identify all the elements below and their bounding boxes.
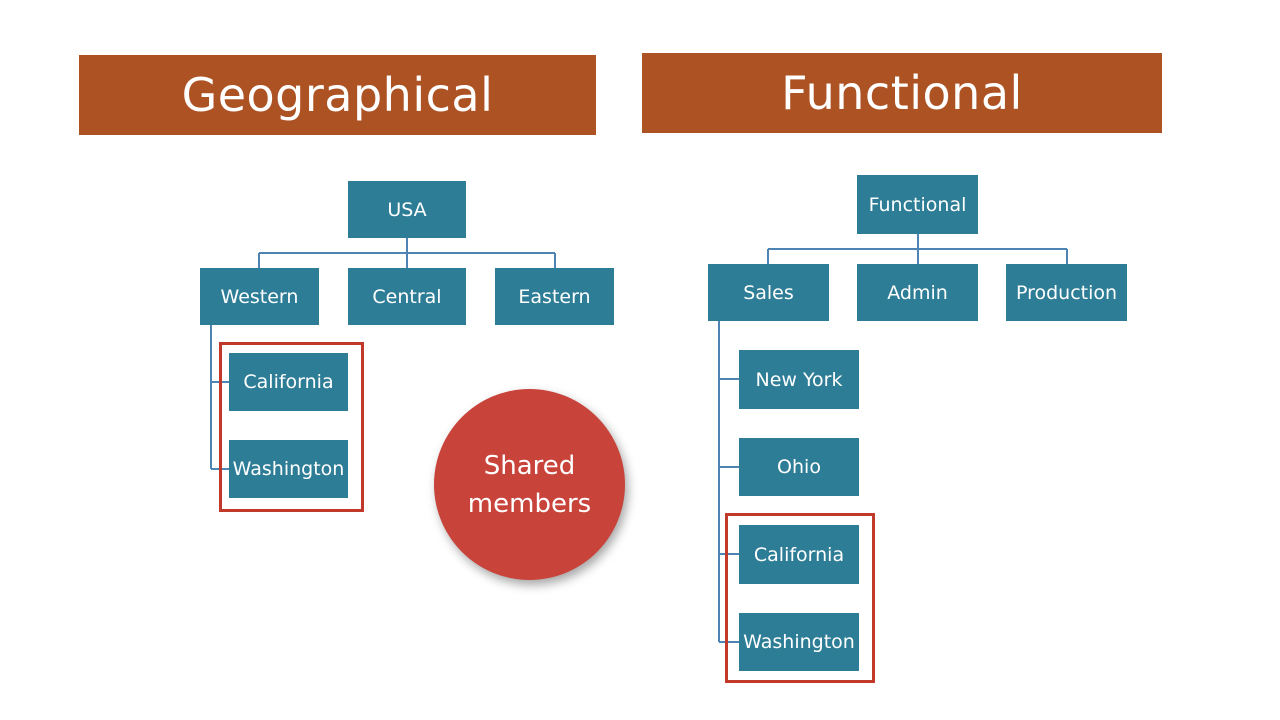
fun-member-ohio: Ohio (739, 438, 859, 496)
geo-root-node: USA (348, 181, 466, 238)
geo-region-western: Western (200, 268, 319, 325)
fun-dept-production: Production (1006, 264, 1127, 321)
geo-region-eastern: Eastern (495, 268, 614, 325)
geo-member-washington: Washington (229, 440, 348, 498)
geographical-banner: Geographical (79, 55, 596, 135)
shared-members-line2: members (467, 488, 592, 519)
fun-root-node: Functional (857, 175, 978, 234)
shared-members-line1: Shared (483, 450, 576, 481)
fun-member-california: California (739, 525, 859, 584)
fun-dept-admin: Admin (857, 264, 978, 321)
fun-member-newyork: New York (739, 350, 859, 409)
fun-member-washington: Washington (739, 613, 859, 671)
functional-banner: Functional (642, 53, 1162, 133)
geo-region-central: Central (348, 268, 466, 325)
fun-shared-members-highlight (725, 513, 875, 683)
geo-shared-members-highlight (219, 342, 364, 512)
geo-member-california: California (229, 353, 348, 411)
fun-dept-sales: Sales (708, 264, 829, 321)
shared-members-callout: Shared members (434, 389, 625, 580)
